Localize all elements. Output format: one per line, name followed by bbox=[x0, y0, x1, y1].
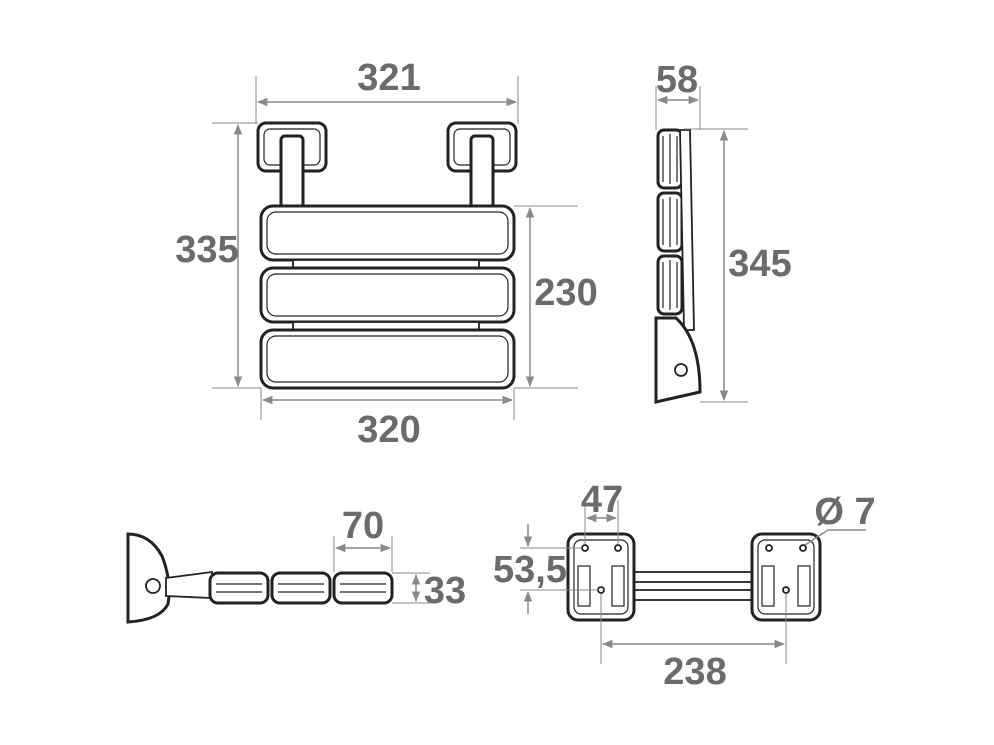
side-support-arm bbox=[679, 129, 695, 331]
dimension-label-320: 320 bbox=[357, 409, 420, 451]
support-arm-right bbox=[469, 134, 495, 210]
side-view: 58 345 bbox=[654, 59, 792, 404]
folded-slat-3 bbox=[332, 571, 394, 605]
mounting-rail-upper bbox=[627, 571, 757, 583]
mounting-view: 47 Ø 7 53,5 238 bbox=[493, 479, 876, 693]
dimension-label-230: 230 bbox=[534, 272, 597, 314]
side-wall-bracket bbox=[654, 316, 702, 404]
leader-line-hole bbox=[804, 529, 829, 546]
seat-slat-2 bbox=[259, 266, 516, 324]
dimension-label-47: 47 bbox=[581, 479, 623, 521]
folded-slat-middle bbox=[656, 191, 684, 253]
dimension-label-53-5: 53,5 bbox=[493, 549, 567, 591]
support-arm-left bbox=[279, 134, 305, 210]
folded-wall-bracket bbox=[126, 532, 171, 624]
front-view: 321 335 230 320 bbox=[175, 57, 597, 451]
mounting-rail-lower bbox=[627, 589, 757, 601]
seat-slat-1 bbox=[259, 204, 516, 262]
dimension-label-58: 58 bbox=[656, 59, 698, 101]
folded-view: 70 33 bbox=[126, 505, 466, 624]
dimension-label-70: 70 bbox=[342, 505, 384, 547]
folded-slat-bottom bbox=[656, 254, 684, 316]
dimension-label-335: 335 bbox=[175, 229, 238, 271]
mounting-hole bbox=[782, 586, 790, 594]
dimension-label-345: 345 bbox=[728, 243, 791, 285]
dimension-label-33: 33 bbox=[424, 570, 466, 612]
folded-slat-1 bbox=[208, 571, 270, 605]
dimension-label-321: 321 bbox=[357, 57, 420, 99]
mounting-hole bbox=[597, 586, 605, 594]
folded-arm bbox=[165, 570, 213, 599]
folded-slat-top bbox=[656, 128, 684, 190]
folded-pivot-hole bbox=[145, 578, 161, 594]
pivot-hole bbox=[674, 363, 688, 377]
dimension-label-238: 238 bbox=[663, 651, 726, 693]
seat-slat-3 bbox=[259, 328, 516, 390]
dimension-label-hole-diameter: Ø 7 bbox=[814, 491, 875, 533]
folded-slat-2 bbox=[270, 571, 332, 605]
